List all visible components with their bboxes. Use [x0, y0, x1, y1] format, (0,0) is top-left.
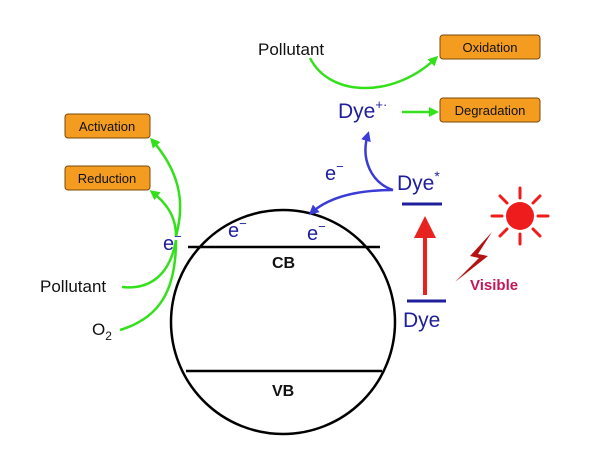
- cb-label: CB: [272, 255, 295, 272]
- electron-to-reduction-arrow: [149, 190, 178, 237]
- reduction-box-rect: [64, 165, 151, 191]
- reduction-box: Reduction: [64, 165, 151, 191]
- activation-box: Activation: [64, 113, 151, 139]
- pollutant-left-label: Pollutant: [40, 277, 106, 296]
- particle-outline: [169, 208, 397, 436]
- semiconductor-particle: CB VB: [169, 208, 397, 436]
- degradation-label: Degradation: [455, 103, 526, 118]
- dye-radical-cation: Dye+·: [338, 97, 387, 123]
- electron-cb-2: e−: [307, 219, 326, 245]
- oxidation-box: Oxidation: [439, 34, 541, 60]
- oxidation-box-rect: [439, 34, 541, 60]
- o2-to-electron-line: [119, 239, 178, 332]
- visible-light-label: Visible: [470, 277, 518, 294]
- pollutant-top-label: Pollutant: [258, 40, 324, 59]
- dye-ground-label: Dye: [403, 309, 440, 332]
- dye-excited-superscript: *: [434, 168, 440, 184]
- lightning-icon: [455, 232, 492, 282]
- activation-label: Activation: [79, 119, 135, 134]
- o2-label: O2: [92, 320, 112, 343]
- dye-radical-superscript: +·: [375, 97, 387, 112]
- electron-injection-arrow: [308, 188, 394, 215]
- electron-from-dye-arrow: [361, 131, 394, 192]
- activation-box-rect: [64, 113, 151, 139]
- electron-to-activation-arrow: [150, 137, 182, 237]
- degradation-box: Degradation: [439, 97, 541, 123]
- degradation-box-rect: [439, 97, 541, 123]
- electron-cb-edge: e−: [163, 229, 182, 255]
- sun-icon: [490, 186, 550, 246]
- electron-cb-1: e−: [228, 216, 247, 242]
- pollutant-left-to-electron-line: [121, 239, 178, 289]
- vb-label: VB: [272, 383, 294, 400]
- dye-excited-label: Dye*: [397, 168, 440, 195]
- excitation-arrow-head: [414, 216, 436, 238]
- electron-injected-label: e−: [325, 159, 344, 185]
- pollutant-to-oxidation-arrow: [308, 55, 439, 90]
- reduction-label: Reduction: [78, 171, 137, 186]
- oxidation-label: Oxidation: [463, 40, 518, 55]
